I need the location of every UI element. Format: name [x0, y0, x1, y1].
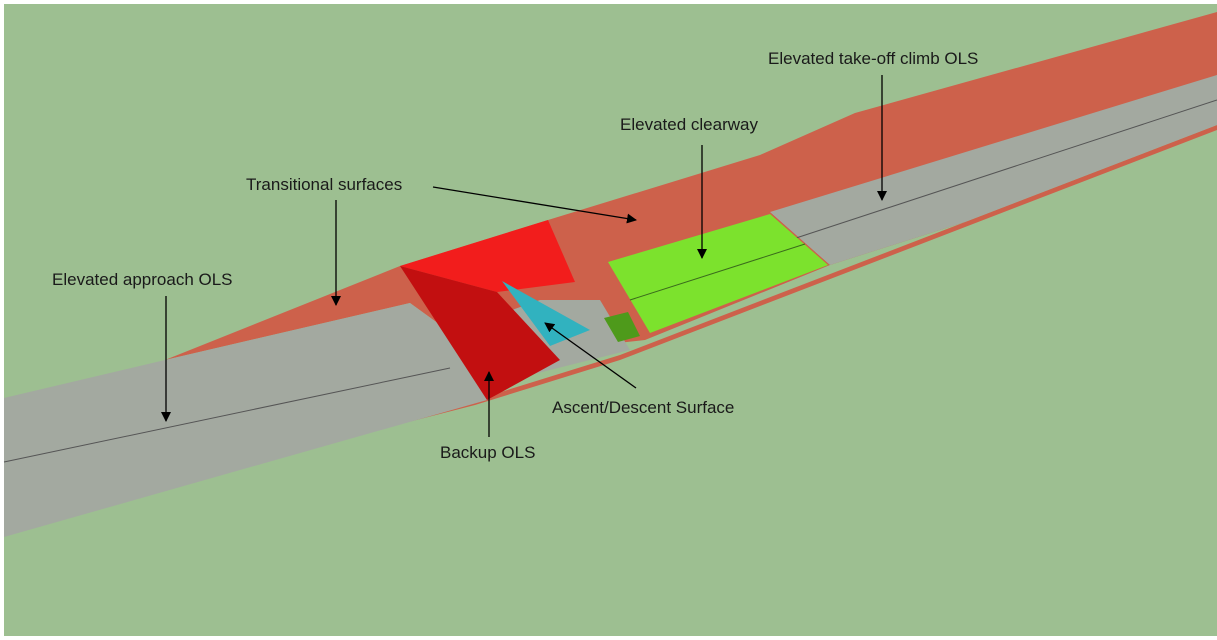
- label-backup: Backup OLS: [440, 443, 535, 462]
- takeoff-centerline: [789, 99, 1217, 241]
- backup-ols-side-face: [400, 266, 560, 400]
- elevated-clearway-surface: [608, 214, 828, 333]
- label-takeoff-climb: Elevated take-off climb OLS: [768, 49, 978, 68]
- label-clearway: Elevated clearway: [620, 115, 758, 134]
- label-transitional: Transitional surfaces: [246, 175, 402, 194]
- approach-centerline: [3, 367, 451, 463]
- arrow-ascent-descent: [544, 322, 637, 389]
- clearway-divider: [629, 243, 806, 301]
- label-approach: Elevated approach OLS: [52, 270, 233, 289]
- label-ascent-descent: Ascent/Descent Surface: [552, 398, 734, 417]
- backup-ols-top-face: [400, 220, 575, 292]
- arrow-transitional-right: [432, 186, 637, 224]
- fato-pad: [604, 312, 640, 342]
- approach-ols-surface: [4, 303, 487, 537]
- takeoff-climb-ols-surface: [770, 75, 1217, 265]
- ascent-descent-surface: [502, 281, 590, 346]
